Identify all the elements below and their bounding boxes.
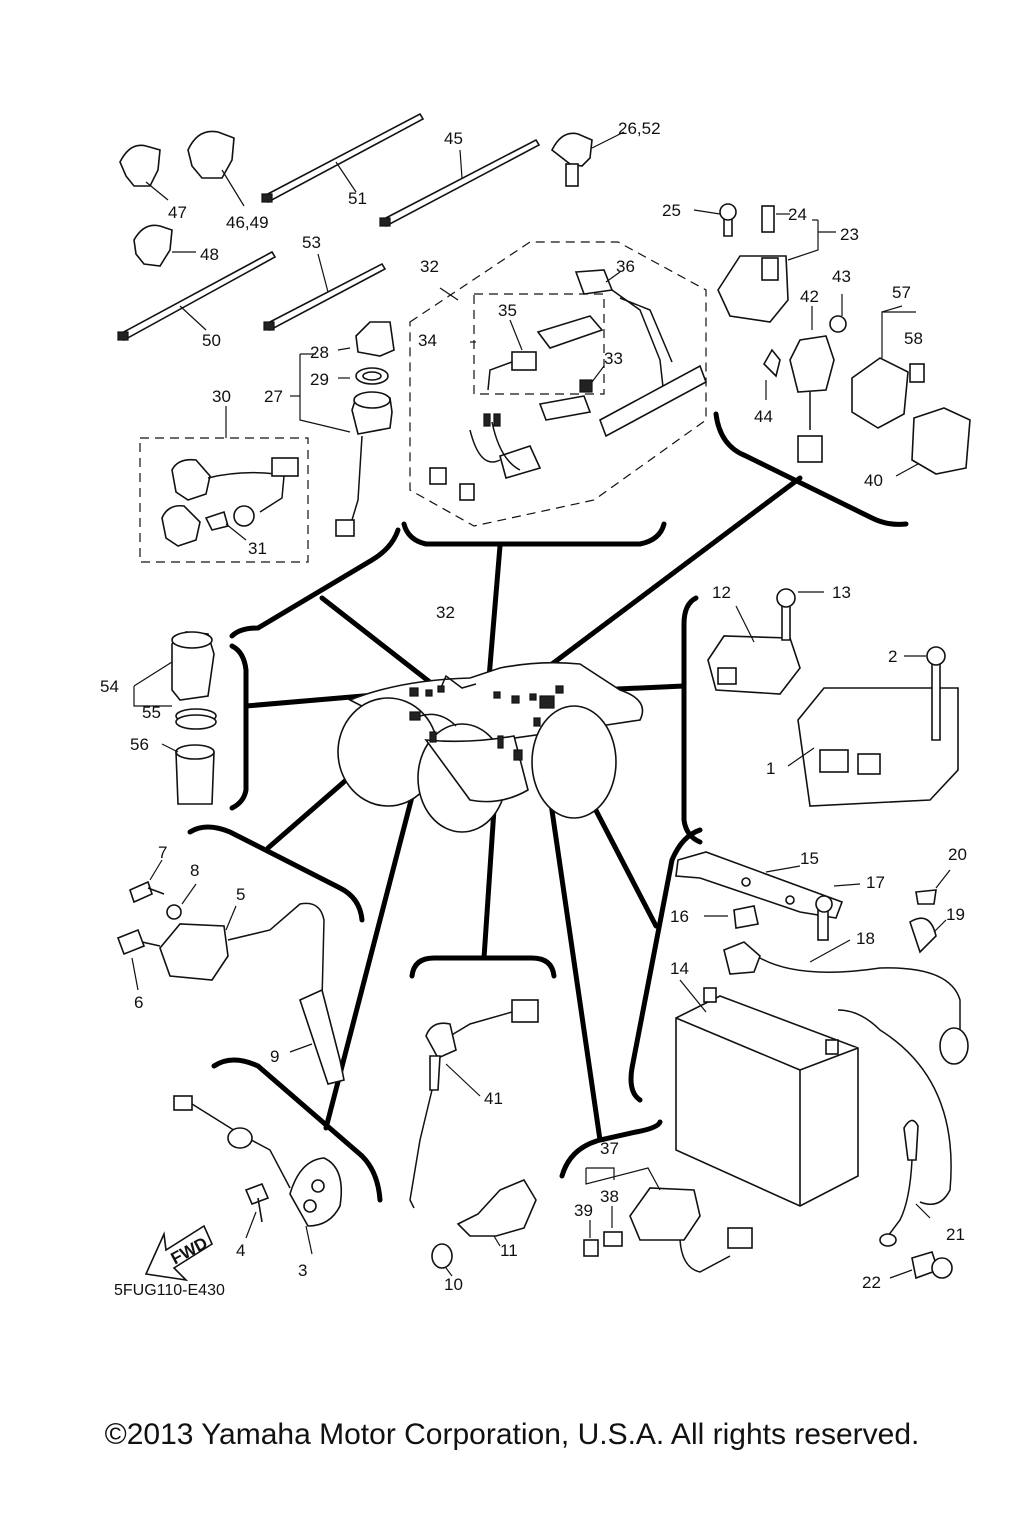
part-label: 24 [788,205,807,224]
part-label: 10 [444,1275,463,1294]
part-label: 16 [670,907,689,926]
part-label: 11 [500,1241,518,1260]
part-label: 43 [832,267,851,286]
part-label: 51 [348,189,367,208]
pickup-coil-group [173,1095,343,1255]
part-label: 37 [600,1139,619,1158]
part-label: 28 [310,343,329,362]
part-label: 55 [142,703,161,722]
part-label: 12 [712,583,731,602]
part-label: 5 [236,885,245,904]
vehicle-outline [337,661,644,833]
part-label: 34 [418,331,437,350]
part-label: 20 [948,845,967,864]
part-label: 48 [200,245,219,264]
accessory-socket-group [133,631,217,805]
part-label: 9 [270,1047,279,1066]
part-label: 47 [168,203,187,222]
cdi-rectifier-group [707,588,959,807]
part-label: 58 [904,329,923,348]
part-label: 1 [766,759,775,778]
wire-harness-group [409,241,707,527]
relay-group [693,203,971,477]
part-label: 21 [946,1225,965,1244]
part-label: 44 [754,407,773,426]
main-switch-group [290,321,395,537]
diagram-code: 5FUG110-E430 [114,1282,225,1299]
part-label: 38 [600,1187,619,1206]
part-label: 13 [832,583,851,602]
part-label: 36 [616,257,635,276]
part-label: 31 [248,539,267,558]
part-label: 7 [158,843,167,862]
part-label: 35 [498,301,517,320]
part-label: 41 [484,1089,503,1108]
part-label: 30 [212,387,231,406]
part-label: 50 [202,331,221,350]
neutral-switch-group [409,999,539,1209]
part-label: 3 [298,1261,307,1280]
part-label: 42 [800,287,819,306]
part-label: 18 [856,929,875,948]
part-label: 6 [134,993,143,1012]
part-label: 25 [662,201,681,220]
part-label: 56 [130,735,149,754]
part-label: 22 [862,1273,881,1292]
part-labels: 1 2 3 4 5 6 7 8 9 10 11 12 13 14 15 16 1… [100,119,967,1294]
part-label: 19 [946,905,965,924]
ignition-coil-group [116,859,345,1085]
part-label: 14 [670,959,689,978]
forward-direction-arrow [144,1224,214,1282]
part-label: 40 [864,471,883,490]
part-label: 57 [892,283,911,302]
part-label: 46,49 [226,213,269,232]
battery-group [675,851,969,1280]
part-label: 27 [264,387,283,406]
part-label: 8 [190,861,199,880]
clips-and-ties [117,112,625,342]
part-label: 17 [866,873,885,892]
part-label: 53 [302,233,321,252]
part-label: 2 [888,647,897,666]
part-label: 15 [800,849,819,868]
copyright-notice: ©2013 Yamaha Motor Corporation, U.S.A. A… [104,1418,920,1451]
part-label: 4 [236,1241,245,1260]
part-label: 45 [444,129,463,148]
part-label: 29 [310,370,329,389]
relay-fuse-group [583,1167,753,1273]
part-label: 26,52 [618,119,661,138]
part-label: 54 [100,677,119,696]
lamp-group [139,406,309,563]
part-label: 39 [574,1201,593,1220]
part-label: 33 [604,349,623,368]
part-label: 32 [436,603,455,622]
part-label: 32 [420,257,439,276]
thermo-switch-group [431,1178,537,1277]
part-label: 23 [840,225,859,244]
